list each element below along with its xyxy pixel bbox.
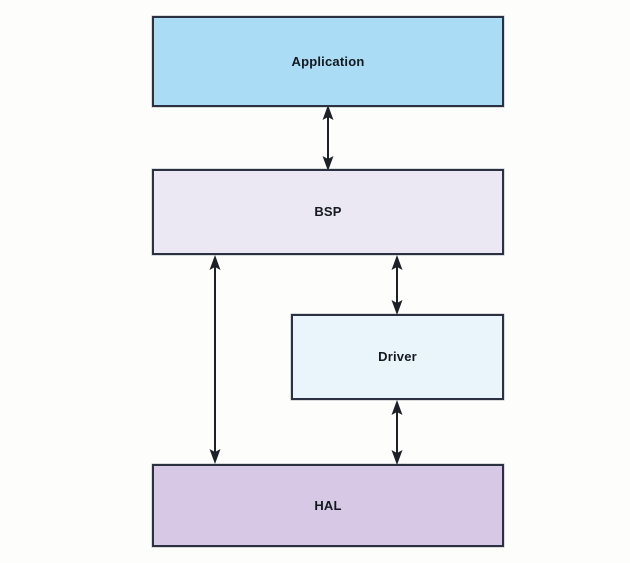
node-driver[interactable]: Driver [291,314,504,400]
arrow-head-up [391,255,403,270]
connector-bsp-driver [391,255,403,315]
arrow-head-up [322,105,334,120]
node-hal[interactable]: HAL [152,464,504,547]
node-bsp[interactable]: BSP [152,169,504,255]
node-hal-label: HAL [314,497,342,513]
node-bsp-label: BSP [314,204,342,220]
connector-application-bsp [322,105,334,171]
arrow-head-down [322,156,334,171]
connector-driver-hal [391,400,403,465]
arrow-head-up [391,400,403,415]
arrow-head-down [209,449,221,464]
arrow-head-up [209,255,221,270]
node-application-label: Application [291,53,365,69]
connector-bsp-hal [209,255,221,464]
node-application[interactable]: Application [152,16,504,107]
arrow-head-down [391,300,403,315]
node-driver-label: Driver [378,349,417,365]
arrow-head-down [391,450,403,465]
